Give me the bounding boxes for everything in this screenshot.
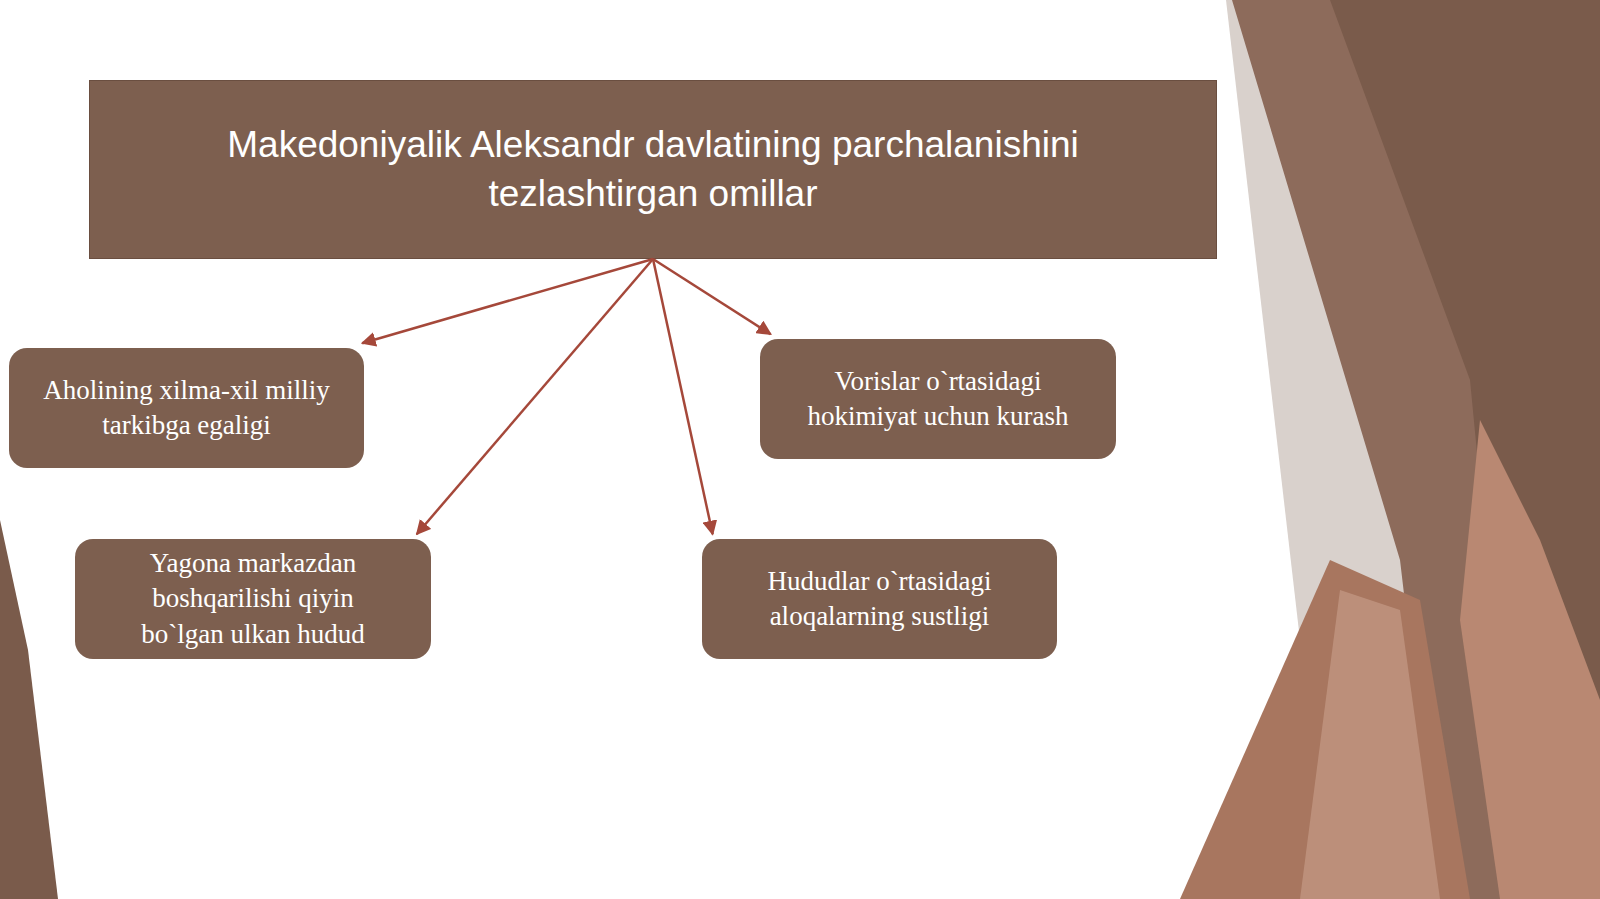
factor-text: Vorislar o`rtasidagi hokimiyat uchun kur… — [786, 364, 1090, 434]
arrow-connector — [653, 259, 713, 534]
arrow-connector — [417, 259, 653, 534]
arrow-connector — [653, 259, 771, 334]
bottom-band-light — [1300, 590, 1440, 899]
arrow-connector — [362, 259, 653, 343]
factor-box: Aholining xilma-xil milliy tarkibga egal… — [9, 348, 364, 468]
factor-box: Hududlar o`rtasidagi aloqalarning sustli… — [702, 539, 1057, 659]
factor-text: Aholining xilma-xil milliy tarkibga egal… — [25, 373, 348, 443]
title-text: Makedoniyalik Aleksandr davlatining parc… — [150, 121, 1156, 217]
factor-text: Hududlar o`rtasidagi aloqalarning sustli… — [750, 564, 1009, 634]
right-band-tan — [1460, 420, 1600, 899]
title-box: Makedoniyalik Aleksandr davlatining parc… — [89, 80, 1217, 259]
factor-box: Yagona markazdan boshqarilishi qiyin bo`… — [75, 539, 431, 659]
factor-box: Vorislar o`rtasidagi hokimiyat uchun kur… — [760, 339, 1116, 459]
left-band — [0, 520, 58, 899]
factor-text: Yagona markazdan boshqarilishi qiyin bo`… — [121, 546, 385, 651]
bottom-band — [1180, 560, 1470, 899]
